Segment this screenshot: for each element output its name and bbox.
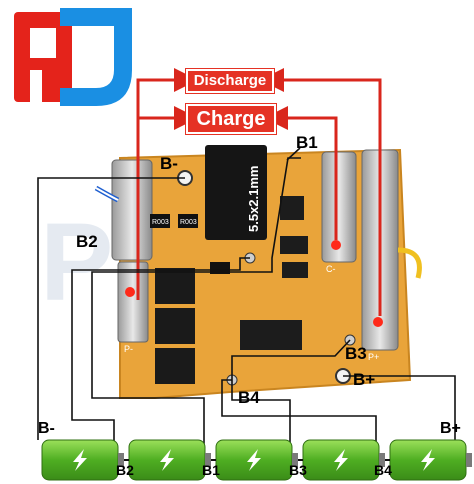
- b4-bottom-label: B4: [238, 388, 260, 407]
- junction-b2-label: B2: [116, 462, 134, 478]
- charge-discharge-arrows: [136, 68, 382, 316]
- charge-label: Charge: [186, 104, 276, 134]
- connector-size-label: 5.5x2.1mm: [246, 166, 261, 233]
- junction-b1-label: B1: [202, 462, 220, 478]
- r003-label-1: R003: [152, 219, 169, 226]
- battery-cell: [389, 439, 472, 481]
- p-plus-label: P+: [368, 352, 379, 362]
- b-plus-right-label: B+: [353, 370, 376, 389]
- b3-right-label: B3: [345, 344, 367, 363]
- junction-b4-label: B4: [374, 462, 392, 478]
- lightning-icon: [160, 449, 174, 471]
- battery-cell: [215, 439, 298, 481]
- lightning-icon: [334, 449, 348, 471]
- p-minus-label: P-: [124, 344, 133, 354]
- lightning-icon: [73, 449, 87, 471]
- battery-cell: [41, 439, 124, 481]
- battery-row: [41, 439, 472, 481]
- lightning-icon: [421, 449, 435, 471]
- b2-left-label: B2: [76, 232, 98, 251]
- r003-label-2: R003: [180, 219, 197, 226]
- battery-cell: [128, 439, 211, 481]
- battery-b-plus-label: B+: [440, 420, 461, 437]
- b1-top-label: B1: [296, 133, 318, 152]
- discharge-label: Discharge: [186, 69, 274, 93]
- b-minus-top-label: B-: [160, 154, 178, 173]
- lightning-icon: [247, 449, 261, 471]
- battery-cell: [302, 439, 385, 481]
- wiring-lines: [37, 147, 456, 462]
- c-minus-label: C-: [326, 264, 336, 274]
- junction-b3-label: B3: [289, 462, 307, 478]
- pj-logo: [14, 8, 132, 106]
- battery-b-minus-label: B-: [38, 420, 55, 437]
